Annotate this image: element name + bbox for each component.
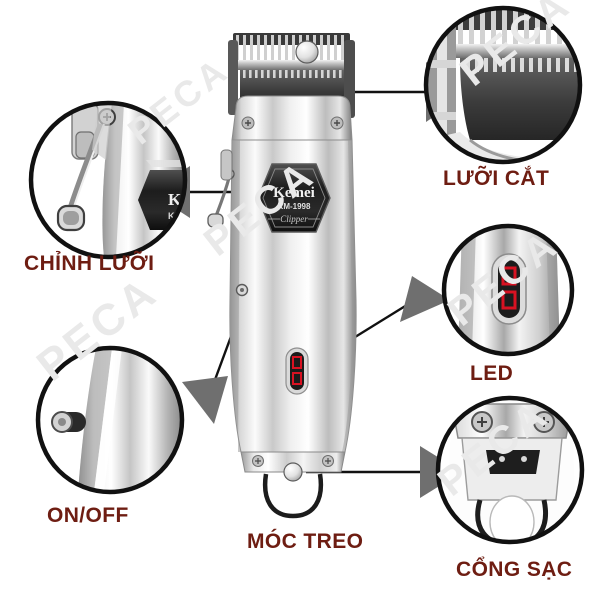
callout-label-hanging-hook: MÓC TREO bbox=[247, 530, 364, 553]
clipper-product: Kemei KM-1998 Clipper bbox=[207, 33, 357, 519]
callout-blade-adjust: Kemei KM-1998 bbox=[28, 100, 188, 260]
callout-label-led: LED bbox=[470, 362, 514, 385]
callout-charging-port bbox=[435, 395, 585, 545]
brand-badge: Kemei KM-1998 Clipper bbox=[257, 163, 331, 233]
callout-label-cutting-blade: LƯỠI CẮT bbox=[443, 167, 550, 190]
callout-led bbox=[441, 223, 575, 357]
zoom-power-button bbox=[51, 411, 86, 433]
led-digits bbox=[292, 356, 302, 385]
led-display-window bbox=[285, 347, 309, 395]
callout-label-charging-port: CỔNG SẠC bbox=[456, 558, 573, 581]
callout-cutting-blade bbox=[423, 5, 583, 165]
callout-power-switch bbox=[35, 345, 185, 495]
blade-adjust-lever bbox=[207, 149, 235, 228]
power-switch-nub bbox=[235, 283, 249, 297]
badge-model-text: KM-1998 bbox=[278, 202, 311, 211]
hanging-hook bbox=[262, 462, 324, 519]
badge-brand-text: Kemei bbox=[273, 185, 315, 201]
callout-label-blade-adjust: CHỈNH LƯỠI bbox=[24, 252, 155, 275]
blade-teeth-lower bbox=[243, 70, 342, 78]
callout-label-power-switch: ON/OFF bbox=[47, 504, 129, 527]
clipper-blade-assembly bbox=[228, 33, 355, 118]
badge-script-text: Clipper bbox=[280, 214, 308, 224]
